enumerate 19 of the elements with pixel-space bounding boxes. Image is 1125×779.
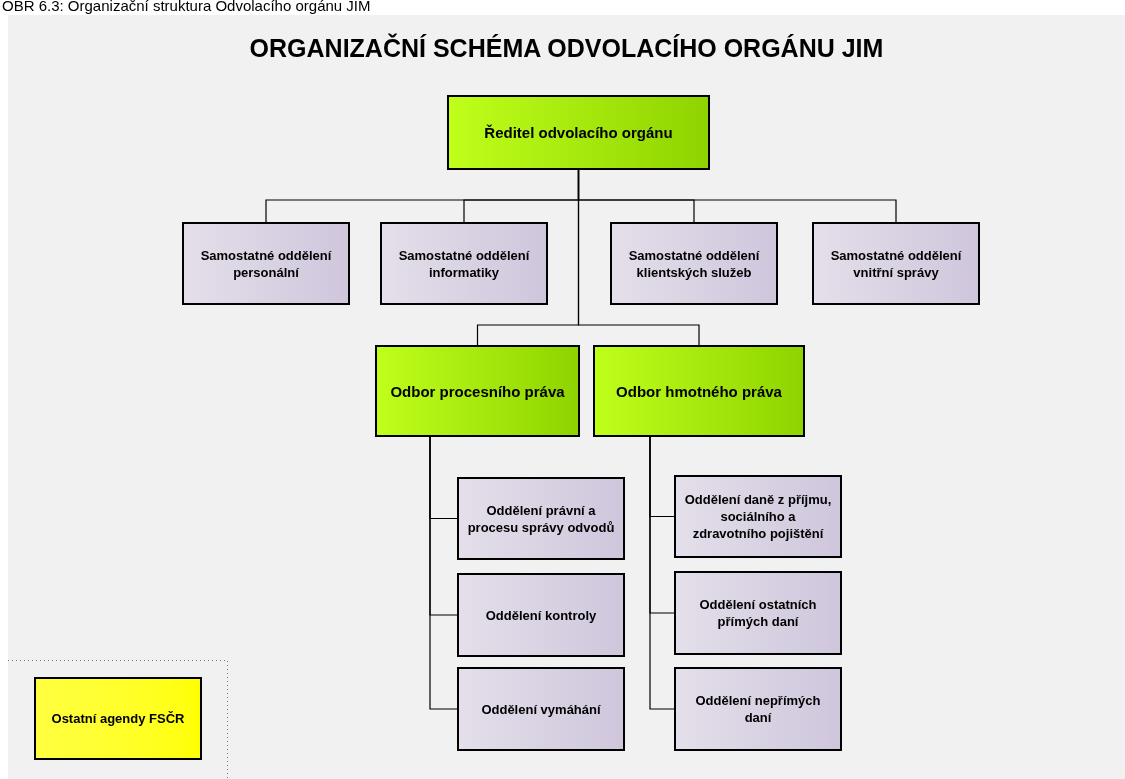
section-box: Oddělení vymáhání: [457, 667, 625, 751]
section-box: Oddělení ostatních přímých daní: [674, 571, 842, 655]
department-box: Ředitel odvolacího orgánu: [447, 95, 710, 170]
diagram-title: ORGANIZAČNÍ SCHÉMA ODVOLACÍHO ORGÁNU JIM: [248, 33, 885, 63]
figure-caption: OBR 6.3: Organizační struktura Odvolacího orgánu JIM: [2, 0, 371, 14]
department-box: Odbor hmotného práva: [593, 345, 805, 437]
unit-box: Samostatné oddělení vnitřní správy: [812, 222, 980, 305]
unit-box: Samostatné oddělení klientských služeb: [610, 222, 778, 305]
section-box: Oddělení kontroly: [457, 573, 625, 657]
connector-line: [577, 169, 700, 346]
agenda-box: Ostatní agendy FSČR: [34, 677, 202, 760]
connector-line: [429, 436, 458, 710]
section-box: Oddělení právní a procesu správy odvodů: [457, 477, 625, 560]
section-box: Oddělení nepřímých daní: [674, 667, 842, 751]
unit-box: Samostatné oddělení informatiky: [380, 222, 548, 305]
section-box: Oddělení daně z příjmu, sociálního a zdravotního pojištění: [674, 475, 842, 558]
department-box: Odbor procesního práva: [375, 345, 580, 437]
unit-box: Samostatné oddělení personální: [182, 222, 350, 305]
connector-line: [649, 436, 675, 710]
